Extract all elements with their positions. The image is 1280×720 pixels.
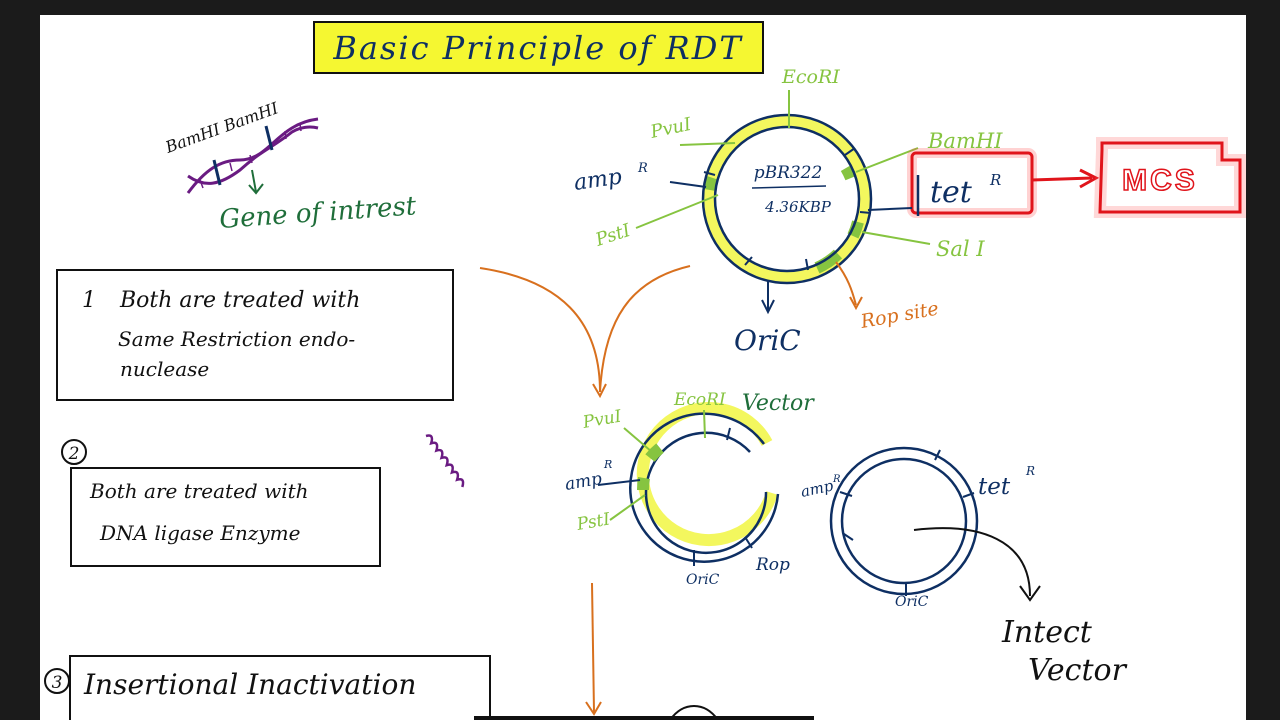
intact-pointer (913, 527, 1031, 597)
vector-ecori-label: EcoRI (673, 390, 726, 410)
tetr-superscript: R (989, 171, 1001, 189)
intact-inner-ring (840, 457, 968, 585)
oric-label: OriC (734, 324, 801, 357)
vector-rop-label: Rop (755, 555, 790, 575)
bamhi-site-patch (840, 164, 857, 181)
step3-line1: Insertional Inactivation (83, 668, 416, 701)
arrow-from-gene (479, 267, 601, 393)
step2-number-circle (61, 439, 87, 465)
arrow-right-icon (1079, 168, 1100, 189)
step3-number: 3 (52, 673, 63, 693)
page-title: Basic Principle of RDT (332, 29, 743, 67)
intact-vector (829, 446, 979, 596)
bamhi-pointer (855, 147, 919, 173)
intact-line1: Intect (1001, 615, 1093, 650)
cut-site-right (264, 125, 274, 151)
dna-helix (186, 117, 319, 195)
step1-line1: Both are treated with (119, 288, 360, 313)
top-bar (0, 0, 1280, 15)
down-arrow-icon (761, 299, 775, 315)
step1-box: 1 Both are treated with Same Restriction… (56, 269, 454, 401)
step1-line2: Same Restriction endo- (118, 327, 355, 351)
mcs-label: MCS (1122, 164, 1198, 197)
bamhi-label: BamHI (927, 129, 1003, 153)
bottom-strip (474, 716, 814, 720)
mcs-highlight-box (1098, 141, 1242, 214)
arrow-head-icon (585, 701, 602, 716)
plasmid-name: pBR322 (754, 163, 823, 183)
psti-site-patch (704, 176, 719, 192)
tetr-highlight-box (910, 151, 1034, 215)
plasmid-size: 4.36KBP (764, 198, 832, 216)
psti-pointer (635, 194, 719, 229)
pbr322-plasmid (701, 100, 873, 285)
ecori-label: EcoRI (781, 66, 840, 88)
rop-site-patch (814, 249, 843, 274)
down-arrow-icon (1019, 585, 1041, 602)
vector-ampr-superscript: R (603, 458, 612, 471)
intact-outer-ring (829, 446, 979, 596)
mcs-box: MCS (1093, 137, 1246, 218)
plasmid-inner-ring (713, 125, 861, 273)
recombinant-vector (597, 402, 780, 566)
vector-oric-label: OriC (686, 572, 720, 588)
left-gutter (0, 0, 40, 720)
tetr-pointer (867, 207, 913, 211)
down-arrow-icon (248, 169, 264, 195)
intact-tetr-label: tet (978, 474, 1011, 500)
step2-line1: Both are treated with (89, 479, 309, 503)
tetr-to-mcs-arrow (1031, 176, 1093, 182)
step2-number: 2 (68, 444, 80, 464)
partial-glyph (669, 704, 719, 720)
title-banner: Basic Principle of RDT (313, 21, 764, 74)
intact-tetr-superscript: R (1025, 464, 1035, 478)
tetr-region: tet R (907, 148, 1037, 218)
arrow-down-to-step3 (591, 582, 595, 713)
plasmid-name-underline (751, 185, 827, 189)
cut-site-left (212, 159, 222, 186)
right-gutter (1246, 0, 1280, 720)
step3-group: 3 Insertional Inactivation (44, 655, 491, 720)
vector-title: Vector (742, 391, 815, 416)
sali-pointer (861, 231, 931, 245)
rop-pointer (835, 261, 857, 306)
intact-line2: Vector (1028, 653, 1128, 688)
plasmid-outer-ring (701, 113, 873, 285)
sali-label: Sal I (936, 237, 985, 261)
pvui-pointer (679, 142, 736, 146)
step2-line2: DNA ligase Enzyme (99, 521, 300, 545)
arrow-from-plasmid (599, 265, 691, 393)
step2-group: 2 Both are treated with DNA ligase Enzym… (61, 439, 381, 567)
ampr-superscript: R (637, 161, 648, 176)
intact-oric-label: OriC (895, 594, 929, 610)
down-arrow-icon (849, 296, 863, 311)
dna-fragment-coil (425, 434, 465, 488)
step1-line3: nuclease (120, 357, 209, 381)
arrow-head-icon (592, 383, 607, 399)
tetr-label: tet (930, 175, 973, 210)
intact-ampr-superscript: R (832, 474, 841, 485)
ampr-pointer (669, 181, 707, 188)
sali-site-patch (847, 220, 864, 239)
step1-number: 1 (82, 288, 96, 313)
vector-outer-ring (629, 412, 780, 563)
